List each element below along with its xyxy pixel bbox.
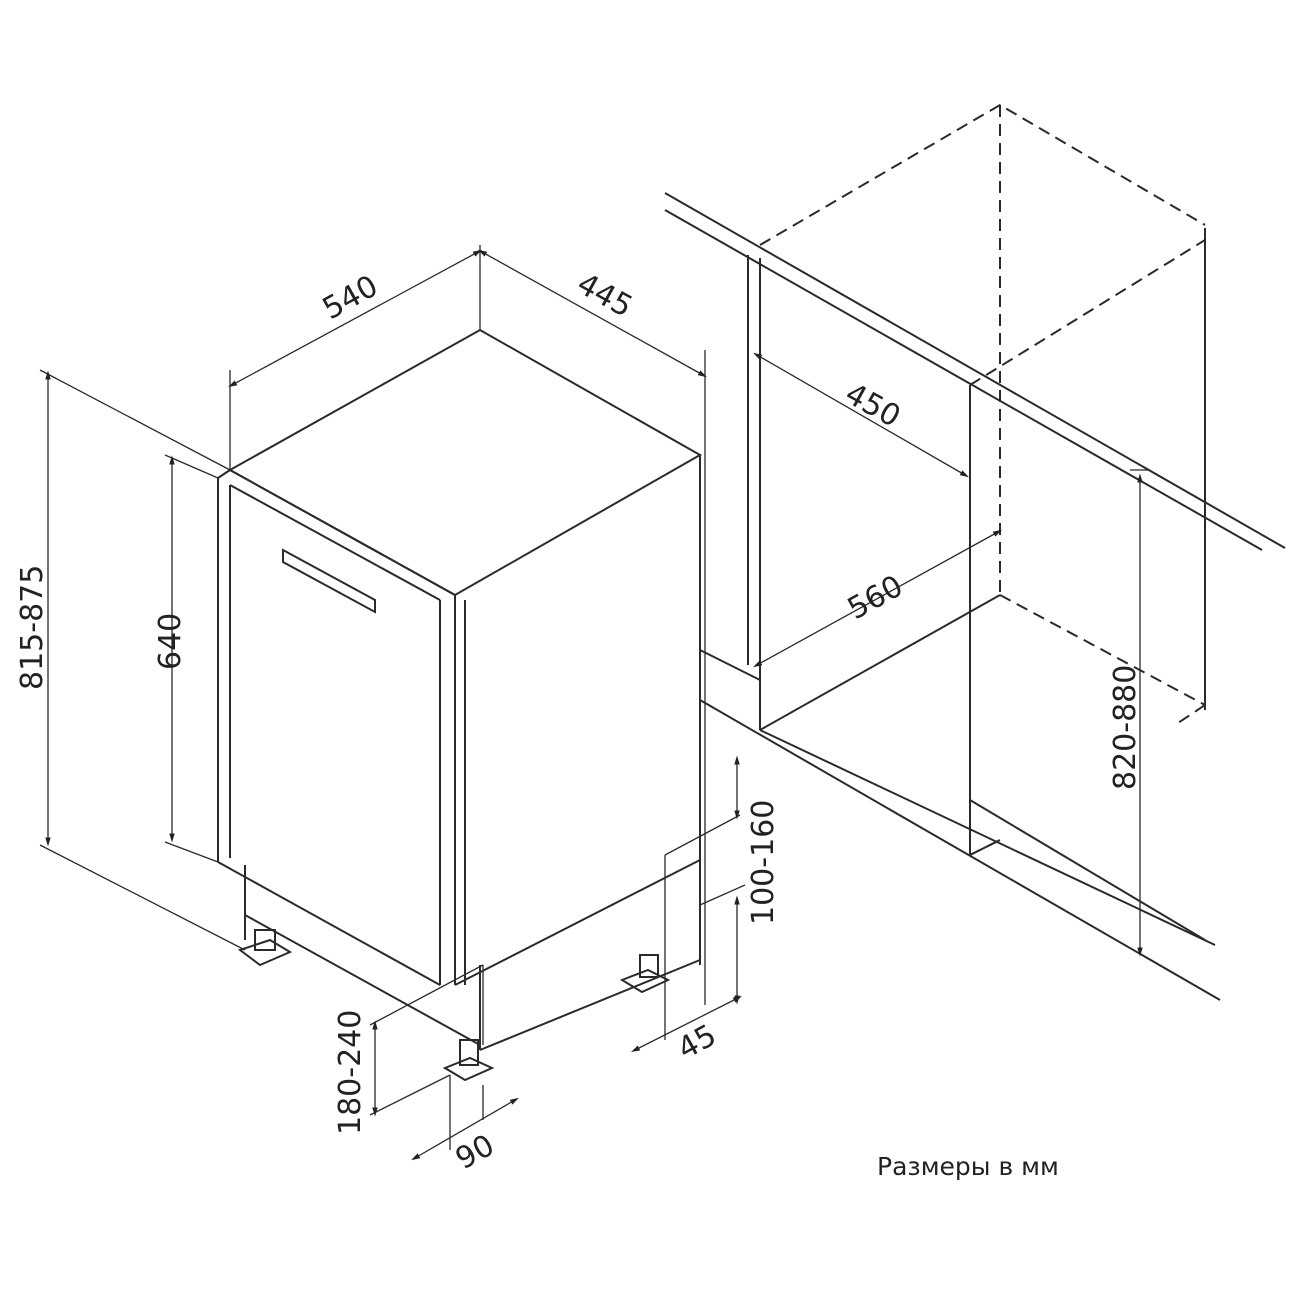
dim-niche-height: 820-880 [1108, 665, 1143, 790]
dishwasher-body [217, 328, 703, 1082]
dim-door-bottom: 180-240 [333, 1010, 368, 1135]
dim-depth: 445 [571, 266, 638, 324]
door-handle [282, 548, 376, 614]
dimension-lines [39, 245, 1150, 1161]
dim-width: 540 [317, 269, 384, 327]
dim-niche-width: 560 [842, 569, 909, 627]
dim-niche-depth: 450 [839, 376, 906, 434]
dim-plinth-height: 100-160 [746, 800, 781, 925]
dim-plinth-offset: 45 [672, 1018, 722, 1067]
units-note: Размеры в мм [877, 1152, 1059, 1181]
dim-height: 815-875 [15, 565, 50, 690]
dim-door-height: 640 [153, 613, 188, 670]
dim-foot-offset: 90 [450, 1128, 500, 1177]
